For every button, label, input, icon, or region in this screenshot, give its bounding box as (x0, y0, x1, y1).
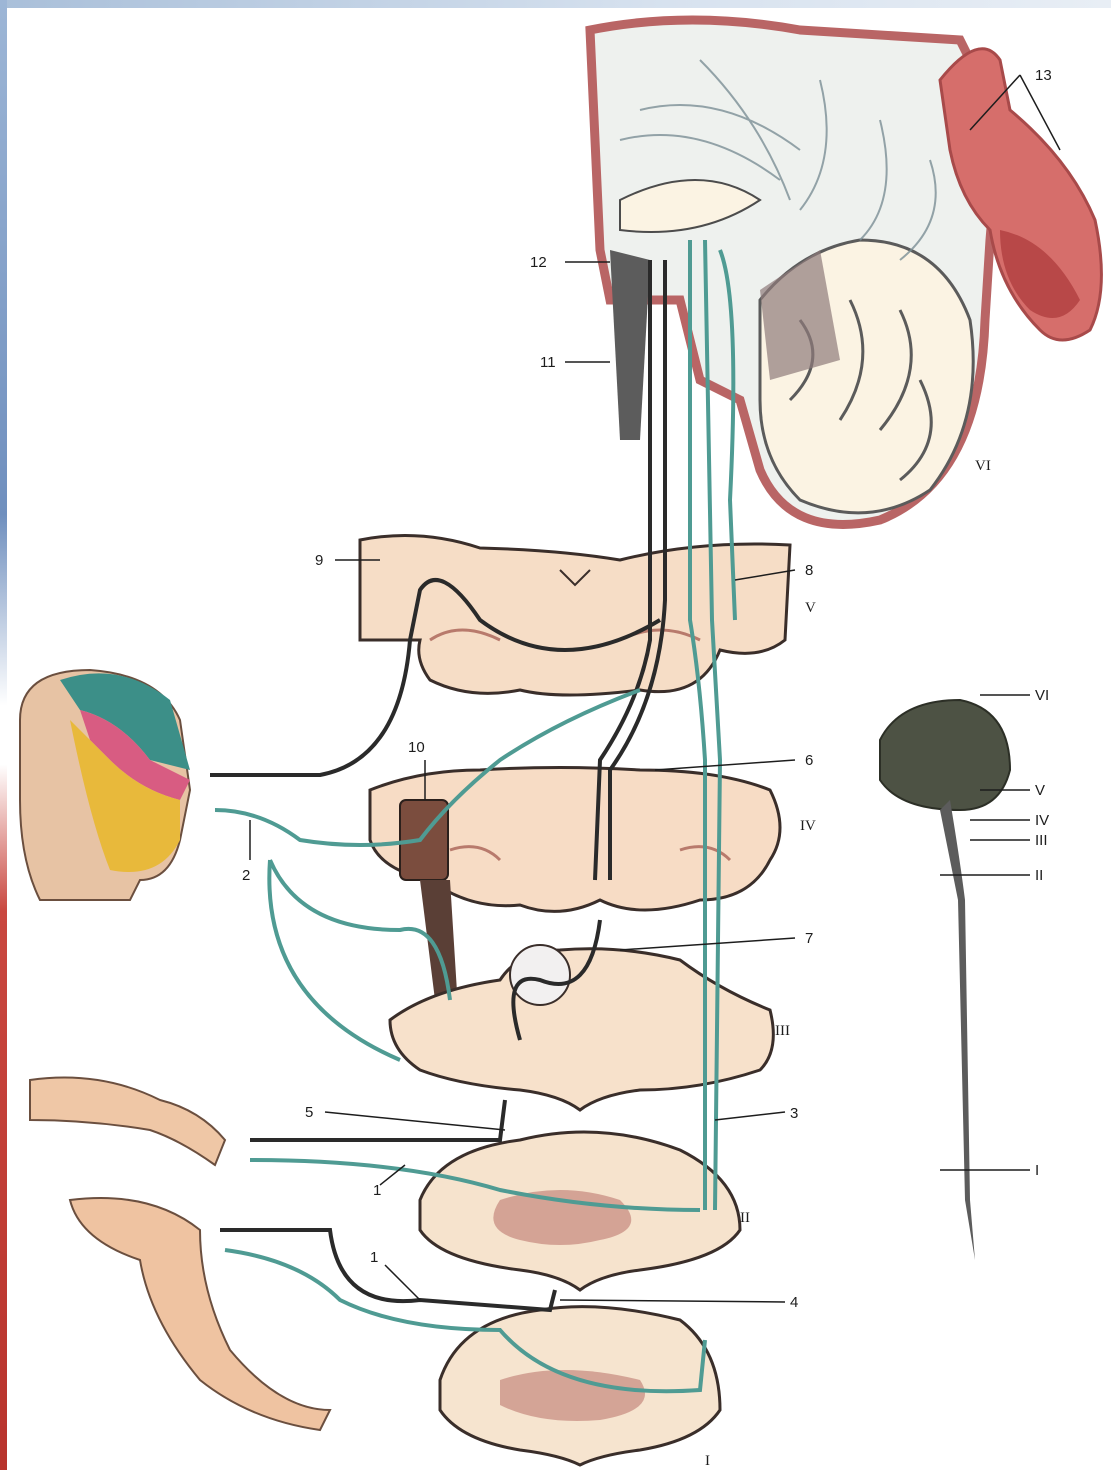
label-9: 9 (315, 552, 323, 569)
label-10: 10 (408, 739, 425, 756)
label-11: 11 (540, 354, 556, 371)
overview-label-v: V (1035, 782, 1045, 799)
level-label-ii: II (740, 1210, 750, 1226)
label-2: 2 (242, 867, 250, 884)
overview-label-iv: IV (1035, 812, 1049, 829)
level-label-v: V (805, 600, 816, 616)
label-1-leg: 1 (370, 1249, 378, 1266)
overview-label-iii: III (1035, 832, 1048, 849)
head-dermatome-figure (20, 670, 190, 900)
label-13: 13 (1035, 67, 1052, 84)
overview-label-ii: II (1035, 867, 1043, 884)
label-5: 5 (305, 1104, 313, 1121)
level-label-i: I (705, 1453, 710, 1469)
overview-label-i: I (1035, 1162, 1039, 1179)
label-6: 6 (805, 752, 813, 769)
arm-figure (30, 1078, 225, 1166)
label-4: 4 (790, 1294, 798, 1311)
level-label-vi: VI (975, 458, 991, 474)
label-1-arm: 1 (373, 1182, 381, 1199)
leg-figure (70, 1198, 330, 1430)
label-12: 12 (530, 254, 547, 271)
section-v-midbrain (360, 536, 790, 696)
label-7: 7 (805, 930, 813, 947)
label-3: 3 (790, 1105, 798, 1122)
level-label-iii: III (775, 1023, 790, 1039)
level-label-iv: IV (800, 818, 816, 834)
overview-label-vi: VI (1035, 687, 1049, 704)
label-8: 8 (805, 562, 813, 579)
overview-cns-figure (880, 700, 1010, 1260)
